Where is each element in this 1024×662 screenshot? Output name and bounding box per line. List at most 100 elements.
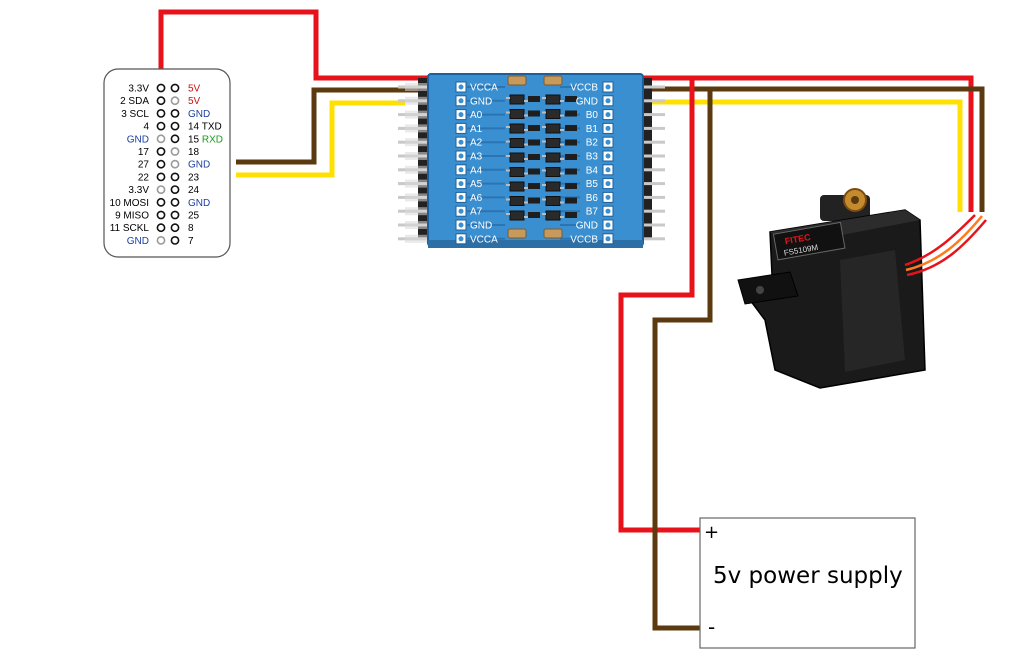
gpio-left-label-10: 9 MISO [115,211,149,222]
shifter-left-pin-shadow [405,124,427,133]
shifter-resistor [528,154,540,160]
servo-mount-hole [756,286,764,294]
gpio-right-label-part: RXD [202,134,223,145]
shifter-left-label-6: A4 [470,165,483,176]
shifter-right-pin [643,237,665,241]
shifter-right-pad-hole [605,181,611,187]
shifter-mosfet [509,123,525,134]
wire-vccb-to-servo [642,75,974,212]
power-supply-minus: - [708,615,715,639]
shifter-right-pin [643,85,665,89]
shifter-left-pad-hole [458,208,464,214]
shifter-mosfet-lead [560,158,564,160]
shifter-left-pad-hole [458,167,464,173]
shifter-resistor [565,183,577,189]
servo-output-gear-hub [851,196,859,204]
servo-label-sticker: FITEC FS5109M [772,221,846,261]
shifter-capacitor-top-left [507,75,527,86]
gpio-left-label-2: 3 SCL [121,109,149,120]
shifter-mosfet [545,210,561,221]
gpio-pin-even-6 [170,159,180,169]
servo-highlight [840,250,905,372]
servo-mount-tab [737,271,799,305]
gpio-right-label-5: 18 [188,147,200,158]
shifter-right-pin [643,182,665,186]
shifter-resistor [528,96,540,102]
gpio-pin-even-10 [170,210,180,220]
gpio-right-label-9: GND [188,198,210,209]
shifter-right-header-strip [641,78,652,238]
gpio-pin-odd-1 [156,96,166,106]
shifter-mosfet-lead [506,111,510,114]
shifter-right-label-10: GND [576,221,598,232]
gpio-right-label-part: GND [188,160,210,171]
shifter-right-pad-hole [605,84,611,90]
shifter-right-label-6: B4 [586,165,599,176]
shifter-left-pin-shadow [405,110,427,119]
shifter-right-header [641,78,665,241]
shifter-mosfet-lead [560,201,564,204]
shifter-mosfet-lead [560,129,564,131]
shifter-right-pad-hole [605,222,611,228]
shifter-mosfet-lead [524,172,528,175]
shifter-capacitor-top-right [543,75,563,86]
power-supply-plus: + [704,522,719,543]
shifter-right-pad-hole [605,167,611,173]
shifter-right-label-11: VCCB [570,234,598,245]
gpio-pin-even-8 [170,185,180,194]
shifter-resistor [565,154,577,160]
shifter-right-pin [643,223,665,227]
shifter-mosfet-lead [524,100,528,102]
gpio-left-label-4: GND [127,134,149,145]
shifter-left-label-7: A5 [470,179,483,190]
shifter-mosfet-lead [506,169,510,172]
shifter-resistor [565,197,577,204]
gpio-right-label-7: 23 [188,172,200,183]
shifter-mosfet-lead [506,97,510,99]
shifter-right-pin [643,113,665,117]
shifter-resistor [565,212,577,218]
gpio-pin-even-11 [170,223,180,233]
shifter-mosfet [545,181,561,192]
gpio-header-card [103,68,231,258]
shifter-mosfet-lead [524,143,528,146]
shifter-right-pin [643,140,665,144]
shifter-resistor [565,125,577,131]
shifter-right-label-0: VCCB [570,83,598,94]
shifter-mosfet-lead [506,126,510,128]
shifter-left-pad-hole [458,98,464,104]
shifter-resistor [565,96,577,102]
shifter-left-label-9: A7 [470,207,483,218]
gpio-left-label-9: 10 MOSI [110,198,149,209]
shifter-left-pad-hole [458,222,464,228]
shifter-mosfet [545,196,561,206]
shifter-mosfet-lead [524,201,528,204]
servo-brand: FITEC [784,232,812,246]
shifter-left-pad-hole [458,125,464,131]
shifter-mosfet-lead [542,111,546,114]
shifter-left-pin-shadow [405,165,427,174]
wire-pi-gnd-to-shifter-gnd [236,87,428,165]
power-supply-box [699,517,916,649]
shifter-resistor [528,168,540,175]
shifter-right-pads [602,81,614,245]
shifter-left-pin-shadow [405,207,427,216]
gpio-right-label-11: 8 [188,223,194,234]
shifter-left-label-11: VCCA [470,234,498,245]
shifter-right-label-3: B1 [586,124,599,135]
shifter-left-pin-shadow [405,96,427,105]
gpio-pin-even-9 [170,197,180,207]
shifter-mosfet [509,167,525,177]
shifter-left-pad-hole [458,181,464,187]
shifter-right-pin [643,209,665,213]
shifter-mosfet-lead [560,216,564,218]
shifter-left-label-2: A0 [470,110,483,121]
shifter-left-pad-hole [458,153,464,159]
shifter-mosfet [509,181,525,192]
shifter-mosfet [509,138,525,148]
shifter-right-label-1: GND [576,96,598,107]
gpio-pin-odd-11 [156,223,166,233]
shifter-mosfet [545,152,561,163]
shifter-right-label-4: B2 [586,138,599,149]
